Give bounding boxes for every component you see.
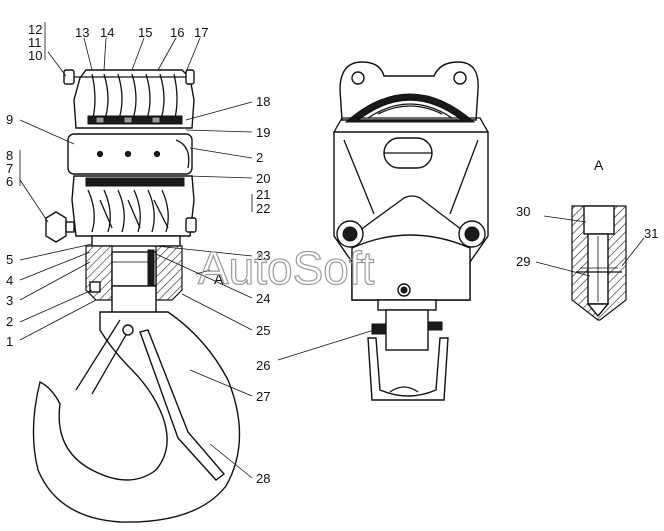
callout-7: 7 xyxy=(6,161,13,176)
callout-29: 29 xyxy=(516,254,530,269)
callout-10: 10 xyxy=(28,48,42,63)
callout-24: 24 xyxy=(256,291,270,306)
callout-30: 30 xyxy=(516,204,530,219)
callout-14: 14 xyxy=(100,25,114,40)
lower-sheaves xyxy=(85,177,185,233)
callout-27: 27 xyxy=(256,389,270,404)
callout-4: 4 xyxy=(6,273,13,288)
callout-9: 9 xyxy=(6,112,13,127)
callout-26: 26 xyxy=(256,358,270,373)
side-bolts xyxy=(336,220,486,248)
watermark-text: AutoSoft xyxy=(198,242,375,294)
section-title-a: A xyxy=(594,157,604,173)
callout-8: 8 xyxy=(6,148,13,163)
top-sheaves xyxy=(87,73,183,125)
right-block-view xyxy=(333,61,489,401)
callout-17: 17 xyxy=(194,25,208,40)
callout-23: 23 xyxy=(256,248,270,263)
callout-16: 16 xyxy=(170,25,184,40)
callout-31: 31 xyxy=(644,226,658,241)
callout-2-upper: 2 xyxy=(256,150,263,165)
section-marker-a: A xyxy=(214,271,224,287)
callout-25: 25 xyxy=(256,323,270,338)
callout-18: 18 xyxy=(256,94,270,109)
callout-13: 13 xyxy=(75,25,89,40)
callout-28: 28 xyxy=(256,471,270,486)
callout-12: 12 xyxy=(28,22,42,37)
callout-2-lower: 2 xyxy=(6,314,13,329)
detail-a-view xyxy=(571,205,627,321)
callout-21: 21 xyxy=(256,187,270,202)
callout-labels: 12 11 10 13 14 15 16 17 9 18 19 8 7 6 2 … xyxy=(6,22,658,486)
callout-20: 20 xyxy=(256,171,270,186)
left-block-view xyxy=(32,69,241,523)
callout-15: 15 xyxy=(138,25,152,40)
callout-1: 1 xyxy=(6,334,13,349)
callout-19: 19 xyxy=(256,125,270,140)
callout-5: 5 xyxy=(6,252,13,267)
callout-6: 6 xyxy=(6,174,13,189)
callout-3: 3 xyxy=(6,293,13,308)
leader-lines xyxy=(19,22,645,479)
callout-22: 22 xyxy=(256,201,270,216)
callout-11: 11 xyxy=(28,35,42,50)
